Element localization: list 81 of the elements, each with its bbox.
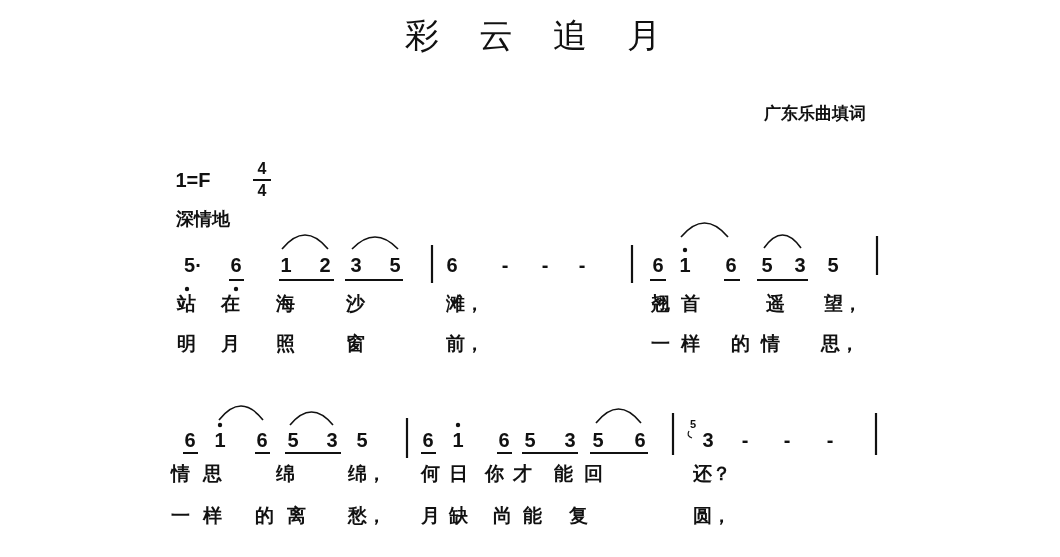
sustain-dash: - (578, 255, 586, 275)
lyric-syllable: 一 (170, 505, 190, 525)
lyric-syllable: 绵， (348, 463, 386, 483)
grace-note: 5 (689, 418, 697, 430)
lyric-syllable: 明 (176, 333, 196, 353)
lyric-syllable: 的 (254, 505, 274, 525)
lyric-syllable: 日 (448, 463, 468, 483)
jianpu-note: 1 (214, 430, 226, 450)
lyric-syllable: 望， (824, 293, 862, 313)
composer-credit: 广东乐曲填词 (764, 104, 866, 122)
lyric-syllable: 愁， (348, 505, 386, 525)
lyric-syllable: 何 (420, 463, 440, 483)
lyric-syllable: 的 (730, 333, 750, 353)
lyric-syllable: 才 (512, 463, 532, 483)
lyric-syllable: 首 (680, 293, 700, 313)
jianpu-note: 5 (761, 255, 773, 275)
lyric-syllable: 海 (275, 293, 295, 313)
lyric-syllable: 前， (446, 333, 484, 353)
tempo-marking: 深情地 (176, 210, 230, 228)
jianpu-note: 3 (794, 255, 806, 275)
sustain-dash: - (741, 430, 749, 450)
sustain-dash: - (826, 430, 834, 450)
lyric-syllable: 尚 (492, 505, 512, 525)
jianpu-note: 6 (725, 255, 737, 275)
jianpu-note: 3 (350, 255, 362, 275)
jianpu-note: 3 (702, 430, 714, 450)
lyric-syllable: 在 (220, 293, 240, 313)
jianpu-note: 6 (184, 430, 196, 450)
lyric-syllable: 样 (680, 333, 700, 353)
time-signature-number: 4 (257, 183, 267, 199)
song-title: 彩云追月 (404, 18, 701, 52)
jianpu-note: 6 (498, 430, 510, 450)
jianpu-note: 6 (422, 430, 434, 450)
jianpu-note: 3 (564, 430, 576, 450)
key-signature: 1=F (175, 170, 211, 190)
jianpu-note: 1 (679, 255, 691, 275)
jianpu-note: 6 (256, 430, 268, 450)
lyric-syllable: 绵 (275, 463, 295, 483)
lyric-syllable: 样 (202, 505, 222, 525)
jianpu-note: 6 (230, 255, 242, 275)
lyric-syllable: 情 (170, 463, 190, 483)
lyric-syllable: 窗 (345, 333, 365, 353)
jianpu-note: 6 (634, 430, 646, 450)
jianpu-note: 5 (287, 430, 299, 450)
lyric-syllable: 月 (220, 333, 240, 353)
time-signature-number: 4 (257, 161, 267, 177)
jianpu-note: 5 (524, 430, 536, 450)
sustain-dash: - (783, 430, 791, 450)
lyric-syllable: 月 (420, 505, 440, 525)
jianpu-note: 3 (326, 430, 338, 450)
lyric-syllable: 一 (650, 333, 670, 353)
lyric-syllable: 还？ (693, 463, 731, 483)
jianpu-note: 2 (319, 255, 331, 275)
jianpu-note: 6 (652, 255, 664, 275)
jianpu-note: 5 (592, 430, 604, 450)
jianpu-note: 5· (184, 255, 202, 275)
lyric-syllable: 你 (484, 463, 504, 483)
lyric-syllable: 思， (821, 333, 859, 353)
lyric-syllable: 站 (176, 293, 196, 313)
jianpu-note: 5 (827, 255, 839, 275)
lyric-syllable: 遥 (765, 293, 785, 313)
lyric-syllable: 情 (760, 333, 780, 353)
lyric-syllable: 圆， (693, 505, 731, 525)
lyric-syllable: 照 (275, 333, 295, 353)
lyric-syllable: 思 (202, 463, 222, 483)
lyric-syllable: 离 (286, 505, 306, 525)
jianpu-note: 1 (280, 255, 292, 275)
jianpu-note: 6 (446, 255, 458, 275)
sustain-dash: - (541, 255, 549, 275)
lyric-syllable: 翘 (650, 293, 670, 313)
jianpu-note: 1 (452, 430, 464, 450)
lyric-syllable: 能 (522, 505, 542, 525)
lyric-syllable: 缺 (448, 505, 468, 525)
lyric-syllable: 回 (583, 463, 603, 483)
lyric-syllable: 沙 (345, 293, 365, 313)
lyric-syllable: 滩， (446, 293, 484, 313)
sustain-dash: - (501, 255, 509, 275)
lyric-syllable: 能 (553, 463, 573, 483)
jianpu-note: 5 (356, 430, 368, 450)
jianpu-note: 5 (389, 255, 401, 275)
lyric-syllable: 复 (568, 505, 588, 525)
